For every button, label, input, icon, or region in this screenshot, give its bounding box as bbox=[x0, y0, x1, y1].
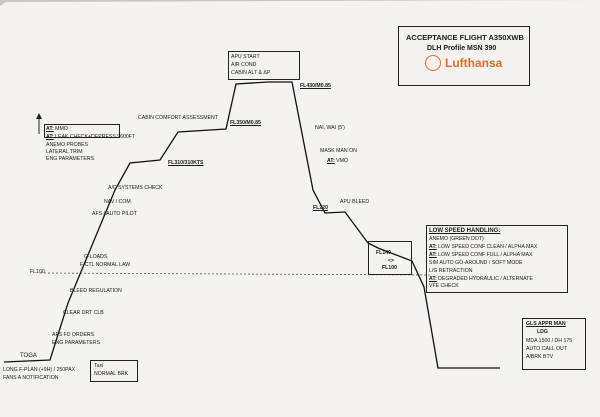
afs-autopilot-label: AFS / AUTO PILOT bbox=[92, 211, 137, 217]
afs-fd-orders-label: AFS FD ORDERS bbox=[52, 332, 95, 338]
fl100-left-label: FL100 bbox=[30, 269, 45, 275]
air-cond-label: AIR COND bbox=[231, 62, 257, 68]
sim-auto-ga-label: SIM AUTO GO-AROUND / SOFT MODE bbox=[429, 260, 523, 266]
lateral-trim-label: LATERAL TRIM bbox=[46, 149, 83, 155]
vfe-check-label: VFE CHECK bbox=[429, 283, 459, 289]
anemo-probes-label: ANEMO PROBES bbox=[46, 142, 89, 148]
fl430-label: FL430/M0.85 bbox=[300, 83, 331, 89]
taxi-box bbox=[90, 360, 138, 382]
low-speed-box bbox=[426, 225, 568, 293]
fl310-label: FL310/310KTS bbox=[168, 160, 204, 166]
fl140-label: FL140 bbox=[376, 250, 391, 256]
anemo-green-dot-label: ANEMO (GREEN DOT) bbox=[429, 236, 484, 242]
eng-parameters-low-label: ENG PARAMETERS bbox=[52, 340, 101, 346]
fl350-label: FL350/M0.85 bbox=[230, 120, 261, 126]
degraded-hydraulic-text: DEGRADED HYDRAULIC / ALTERNATE bbox=[438, 276, 533, 282]
fl100-right-label: FL100 bbox=[382, 265, 397, 271]
clear-drt-clb-label: CLEAR DRT CLB bbox=[63, 310, 104, 316]
at-prefix: AT: bbox=[46, 134, 54, 140]
flight-profile-line bbox=[3, 81, 500, 369]
apu-bleed-label: APU BLEED bbox=[340, 199, 370, 205]
toga-label: TOGA bbox=[20, 353, 37, 359]
fl140-box bbox=[368, 241, 412, 275]
fl100-dashed-line bbox=[39, 272, 431, 276]
fans-notification-label: FANS A NOTIFICATION bbox=[3, 375, 59, 381]
header-box bbox=[398, 26, 530, 86]
at-vmo-label: AT: VMO bbox=[327, 158, 348, 164]
nai-wai-label: NAI, WAI (5') bbox=[315, 125, 345, 131]
apu-start-box bbox=[228, 51, 300, 80]
mask-man-on-label: MASK MAN ON bbox=[320, 148, 357, 154]
normal-brk-label: NORMAL BRK bbox=[94, 371, 129, 377]
header-subtitle: DLH Profile MSN 390 bbox=[427, 45, 497, 52]
auto-call-out-label: AUTO CALL OUT bbox=[526, 346, 567, 352]
g-loads-label: G-LOADS bbox=[84, 254, 108, 260]
taxi-label: Taxi bbox=[94, 363, 104, 369]
low-speed-line-2: AT: LOW SPEED CONF CLEAN / ALPHA MAX bbox=[429, 244, 538, 250]
vmo-text: VMO bbox=[336, 158, 348, 164]
cabin-alt-label: CABIN ALT & ΔP bbox=[231, 70, 271, 76]
mmo-text: MMO bbox=[55, 126, 68, 132]
lufthansa-crane-icon bbox=[425, 55, 441, 71]
fl140-arrow-label: <> bbox=[388, 258, 395, 264]
long-fplan-label: LONG F-PLAN (+9H) / 250PAX bbox=[3, 367, 76, 373]
mmo-line-2: AT: LEAK CHECK+DEPRESS 9600FT bbox=[46, 134, 136, 140]
low-speed-line-3: AT: LOW SPEED CONF FULL / ALPHA MAX bbox=[429, 252, 533, 258]
at-prefix: AT: bbox=[429, 276, 437, 282]
fl220-label: FL220 bbox=[313, 205, 328, 211]
ac-systems-check-label: A/C SYSTEMS CHECK bbox=[108, 185, 163, 191]
at-prefix: AT: bbox=[327, 158, 335, 164]
fctl-normal-law-label: F/CTL NORMAL LAW bbox=[80, 262, 131, 268]
gls-ldg-label: LDG bbox=[537, 329, 548, 335]
at-prefix: AT: bbox=[46, 126, 54, 132]
at-prefix: AT: bbox=[429, 252, 437, 258]
at-prefix: AT: bbox=[429, 244, 437, 250]
bleed-regulation-label: BLEED REGULATION bbox=[70, 288, 122, 294]
header-title: ACCEPTANCE FLIGHT A350XWB bbox=[406, 33, 524, 42]
cabin-comfort-label: CABIN COMFORT ASSESSMENT bbox=[138, 115, 218, 121]
mmo-line-1: AT: MMO bbox=[46, 126, 68, 132]
mmo-block-box bbox=[44, 124, 120, 138]
conf-clean-text: LOW SPEED CONF CLEAN / ALPHA MAX bbox=[438, 244, 538, 250]
low-speed-title: LOW SPEED HANDLING: bbox=[429, 228, 501, 234]
lg-retraction-label: L/G RETRACTION bbox=[429, 268, 473, 274]
arrow-head-icon bbox=[36, 113, 42, 119]
low-speed-line-6: AT: DEGRADED HYDRAULIC / ALTERNATE bbox=[429, 276, 533, 282]
apu-start-label: APU START bbox=[231, 54, 260, 60]
gls-box bbox=[522, 318, 586, 370]
conf-full-text: LOW SPEED CONF FULL / ALPHA MAX bbox=[438, 252, 533, 258]
gls-title: GLS APPR MAN bbox=[526, 321, 566, 327]
leak-check-text: LEAK CHECK+DEPRESS 9600FT bbox=[55, 134, 136, 140]
nav-com-label: NAV / COM bbox=[104, 199, 131, 205]
eng-parameters-label: ENG PARAMETERS bbox=[46, 156, 95, 162]
mda-dh-label: MDA 1500 / DH 175 bbox=[526, 338, 573, 344]
abrk-btv-label: A/BRK BTV bbox=[526, 354, 554, 360]
lufthansa-logo: Lufthansa bbox=[445, 56, 503, 70]
